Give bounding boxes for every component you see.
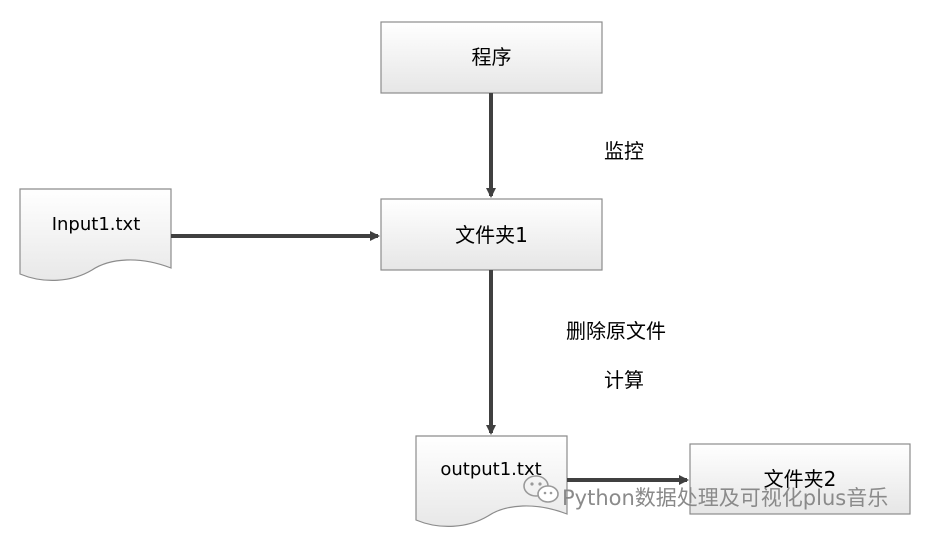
node-folder2-label: 文件夹2 xyxy=(764,467,837,491)
node-output-file-label: output1.txt xyxy=(440,459,541,480)
document-shape xyxy=(415,435,568,527)
node-folder2-box xyxy=(689,443,911,515)
node-input-file-label: Input1.txt xyxy=(52,214,141,235)
node-folder1-label: 文件夹1 xyxy=(455,223,528,247)
node-folder2: 文件夹2 xyxy=(689,443,911,515)
node-output-file: output1.txt xyxy=(415,435,568,527)
watermark-text: Python数据处理及可视化plus音乐 xyxy=(562,486,888,510)
document-shape xyxy=(19,188,172,281)
node-input-file: Input1.txt xyxy=(19,188,172,281)
wechat-icon xyxy=(523,475,559,503)
node-folder1: 文件夹1 xyxy=(380,198,603,271)
node-program: 程序 xyxy=(380,21,603,94)
edge-label-delete-original: 删除原文件 xyxy=(566,319,666,343)
node-folder1-box xyxy=(380,198,603,271)
watermark: Python数据处理及可视化plus音乐 xyxy=(523,475,888,510)
node-program-box xyxy=(380,21,603,94)
node-program-label: 程序 xyxy=(472,45,512,69)
edge-label-monitor: 监控 xyxy=(604,139,644,163)
edge-label-compute: 计算 xyxy=(604,368,644,392)
